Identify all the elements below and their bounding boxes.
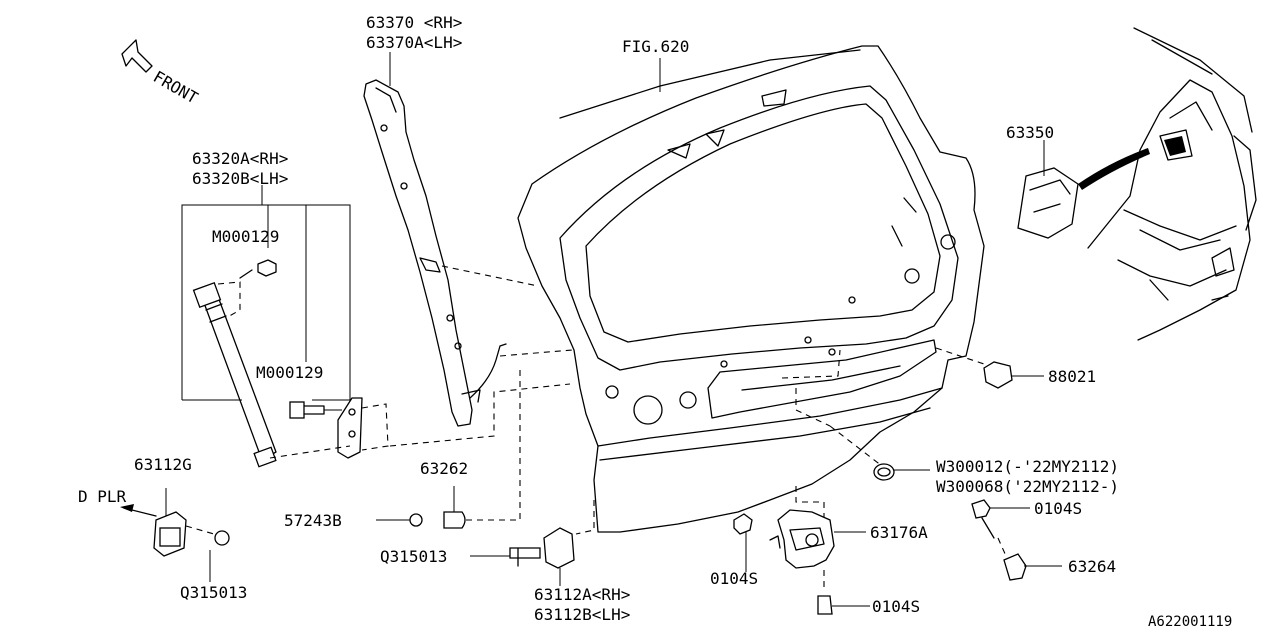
label-m000129-top: M000129 <box>212 227 279 246</box>
switch-88021 <box>983 361 1044 389</box>
tailgate <box>517 45 985 533</box>
bolt-icon <box>971 499 1030 539</box>
label-63350: 63350 <box>1006 123 1054 142</box>
part-63264 <box>997 537 1062 581</box>
label-w300012: W300012(-'22MY2112) <box>936 457 1119 476</box>
label-63320a: 63320A<RH> <box>192 149 288 168</box>
front-arrow-icon <box>121 39 153 73</box>
label-0104s-right: 0104S <box>1034 499 1082 518</box>
label-63262: 63262 <box>420 459 468 478</box>
label-fig620: FIG.620 <box>622 37 689 56</box>
label-63264: 63264 <box>1068 557 1116 576</box>
bumper-63112g <box>153 488 230 582</box>
label-dplr: D PLR <box>78 487 127 506</box>
side-garnish <box>363 79 507 427</box>
label-63112a: 63112A<RH> <box>534 585 630 604</box>
stopper-63262 <box>409 486 466 529</box>
label-63320b: 63320B<LH> <box>192 169 288 188</box>
label-0104s-left: 0104S <box>710 569 758 588</box>
latch-63176a <box>769 509 835 569</box>
label-88021: 88021 <box>1048 367 1096 386</box>
label-63112g: 63112G <box>134 455 192 474</box>
label-57243b: 57243B <box>284 511 342 530</box>
group-bracket <box>181 204 351 401</box>
gas-strut <box>192 281 277 468</box>
label-q315013-left: Q315013 <box>180 583 247 602</box>
label-63370: 63370 <RH> <box>366 13 462 32</box>
label-m000129-bottom: M000129 <box>256 363 323 382</box>
strut-bracket <box>337 397 389 459</box>
bolt-icon <box>289 401 342 419</box>
bolt-icon <box>239 259 277 279</box>
grommet-w300012 <box>873 463 930 481</box>
bolt-icon <box>733 513 753 566</box>
front-label: FRONT <box>150 67 202 108</box>
label-63370a: 63370A<LH> <box>366 33 462 52</box>
label-w300068: W300068('22MY2112-) <box>936 477 1119 496</box>
bolt-icon <box>817 595 870 615</box>
vehicle-cutaway <box>1087 27 1257 341</box>
label-q315013-mid: Q315013 <box>380 547 447 566</box>
module-63350 <box>1017 140 1150 239</box>
direction-arrow-icon <box>120 504 157 517</box>
bumper-63112a <box>509 527 575 569</box>
label-63176a: 63176A <box>870 523 928 542</box>
label-63112b: 63112B<LH> <box>534 605 630 624</box>
label-0104s-bottom: 0104S <box>872 597 920 616</box>
label-diagram-id: A622001119 <box>1148 614 1232 630</box>
